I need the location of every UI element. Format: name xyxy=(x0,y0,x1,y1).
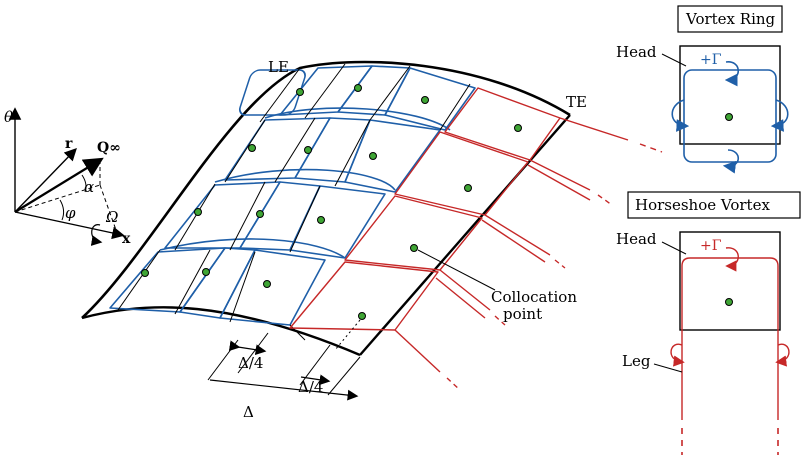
collocation-label-line1: Collocation xyxy=(491,288,577,306)
vortex-ring-inset: Vortex Ring Head +Γ xyxy=(616,5,789,174)
alpha-arc xyxy=(81,174,87,193)
ring-strip-line-1 xyxy=(264,107,451,131)
theta-label: θ xyxy=(4,108,13,126)
collocation-dot xyxy=(263,280,271,288)
horseshoe-left-leg-circulation xyxy=(670,343,685,367)
omega-rotation-arrow xyxy=(90,224,103,246)
vortex-ring-panel-box xyxy=(679,45,781,145)
panel-grid xyxy=(117,63,471,341)
x-label: x xyxy=(122,231,131,247)
delta-label: Δ xyxy=(243,403,254,421)
horseshoe-panel xyxy=(289,261,439,331)
q-inf-vector xyxy=(14,157,104,213)
vortex-ring-collocation-dot xyxy=(725,113,733,121)
te-label: TE xyxy=(566,93,587,111)
wing-trailing-edge xyxy=(359,114,571,356)
vortex-ring-gamma: +Γ xyxy=(700,52,722,68)
ring-strip-line-3 xyxy=(159,238,346,259)
horseshoe-panel xyxy=(394,131,529,216)
coordinate-axes: θ r Q∞ α φ Ω x xyxy=(4,107,131,247)
collocation-dot xyxy=(256,210,264,218)
vortex-ring-top-circulation xyxy=(724,61,740,87)
horseshoe-collocation-dot xyxy=(725,298,733,306)
horseshoe-head-leader xyxy=(661,241,687,255)
q-inf-label: Q∞ xyxy=(97,140,121,156)
wing-surface: LE TE Collocation point Δ/4 Δ/4 Δ xyxy=(81,58,663,421)
alpha-label: α xyxy=(84,178,94,196)
collocation-dot xyxy=(248,144,256,152)
omega-label: Ω xyxy=(105,208,118,226)
vortex-ring-title: Vortex Ring xyxy=(685,10,776,28)
x-axis xyxy=(14,211,125,240)
delta-quarter-arrow-1 xyxy=(228,340,267,356)
wing-root-edge xyxy=(81,306,361,357)
collocation-dot xyxy=(464,184,472,192)
ring-panel xyxy=(109,247,226,313)
ring-panel xyxy=(219,249,326,326)
ring-panel xyxy=(384,67,476,131)
r-axis xyxy=(14,147,77,213)
collocation-dot xyxy=(317,216,325,224)
projection-line xyxy=(14,184,101,213)
vortex-ring-right-circulation xyxy=(770,99,789,132)
collocation-dot xyxy=(421,96,429,104)
collocation-dot xyxy=(358,312,366,320)
wing-leading-edge xyxy=(81,60,571,319)
collocation-drop-line xyxy=(334,319,361,351)
delta-quarter-label-2: Δ/4 xyxy=(298,378,323,396)
ring-panel xyxy=(289,185,386,259)
delta-quarter-arrow-2 xyxy=(300,374,331,386)
collocation-dot xyxy=(354,84,362,92)
collocation-leader-line xyxy=(417,249,496,291)
collocation-dot xyxy=(304,146,312,154)
horseshoe-head-label: Head xyxy=(616,230,657,248)
horseshoe-leg-label: Leg xyxy=(622,352,651,370)
horseshoe-panel-box xyxy=(679,231,781,331)
collocation-dot xyxy=(296,88,304,96)
wake-legs xyxy=(394,117,663,391)
dimension-markings: Δ/4 Δ/4 Δ xyxy=(207,319,361,421)
horseshoe-loop xyxy=(681,257,779,420)
collocation-dot xyxy=(141,269,149,277)
vortex-ring-left-circulation xyxy=(671,99,690,132)
horseshoe-right-leg-circulation xyxy=(775,343,790,367)
collocation-dot xyxy=(410,244,418,252)
phi-label: φ xyxy=(65,204,76,222)
vortex-ring-bottom-circulation xyxy=(722,149,740,174)
vortex-ring-head-label: Head xyxy=(616,43,657,61)
delta-quarter-label-1: Δ/4 xyxy=(238,354,263,372)
collocation-label-line2: point xyxy=(503,305,542,323)
projection-base xyxy=(99,184,117,231)
collocation-dot xyxy=(194,208,202,216)
horseshoe-panel xyxy=(344,195,483,271)
vortex-ring-title-box xyxy=(677,5,783,33)
collocation-dots xyxy=(141,84,522,320)
delta-arrow xyxy=(209,379,359,401)
le-label: LE xyxy=(268,58,289,76)
horseshoe-inset: Horseshoe Vortex Head +Γ Leg xyxy=(616,191,801,455)
ring-panel xyxy=(344,119,441,193)
collocation-dot xyxy=(202,268,210,276)
horseshoe-title-box xyxy=(627,191,801,219)
vortex-ring-head-leader xyxy=(661,53,687,67)
collocation-dot xyxy=(514,124,522,132)
phi-arc xyxy=(59,199,65,221)
r-label: r xyxy=(65,136,73,152)
collocation-dot xyxy=(369,152,377,160)
horseshoe-head-circulation xyxy=(725,247,739,272)
ring-strip-line-2 xyxy=(214,168,396,191)
horseshoe-gamma: +Γ xyxy=(700,238,722,254)
horseshoe-title: Horseshoe Vortex xyxy=(635,196,770,214)
horseshoe-leg-leader xyxy=(653,363,683,373)
